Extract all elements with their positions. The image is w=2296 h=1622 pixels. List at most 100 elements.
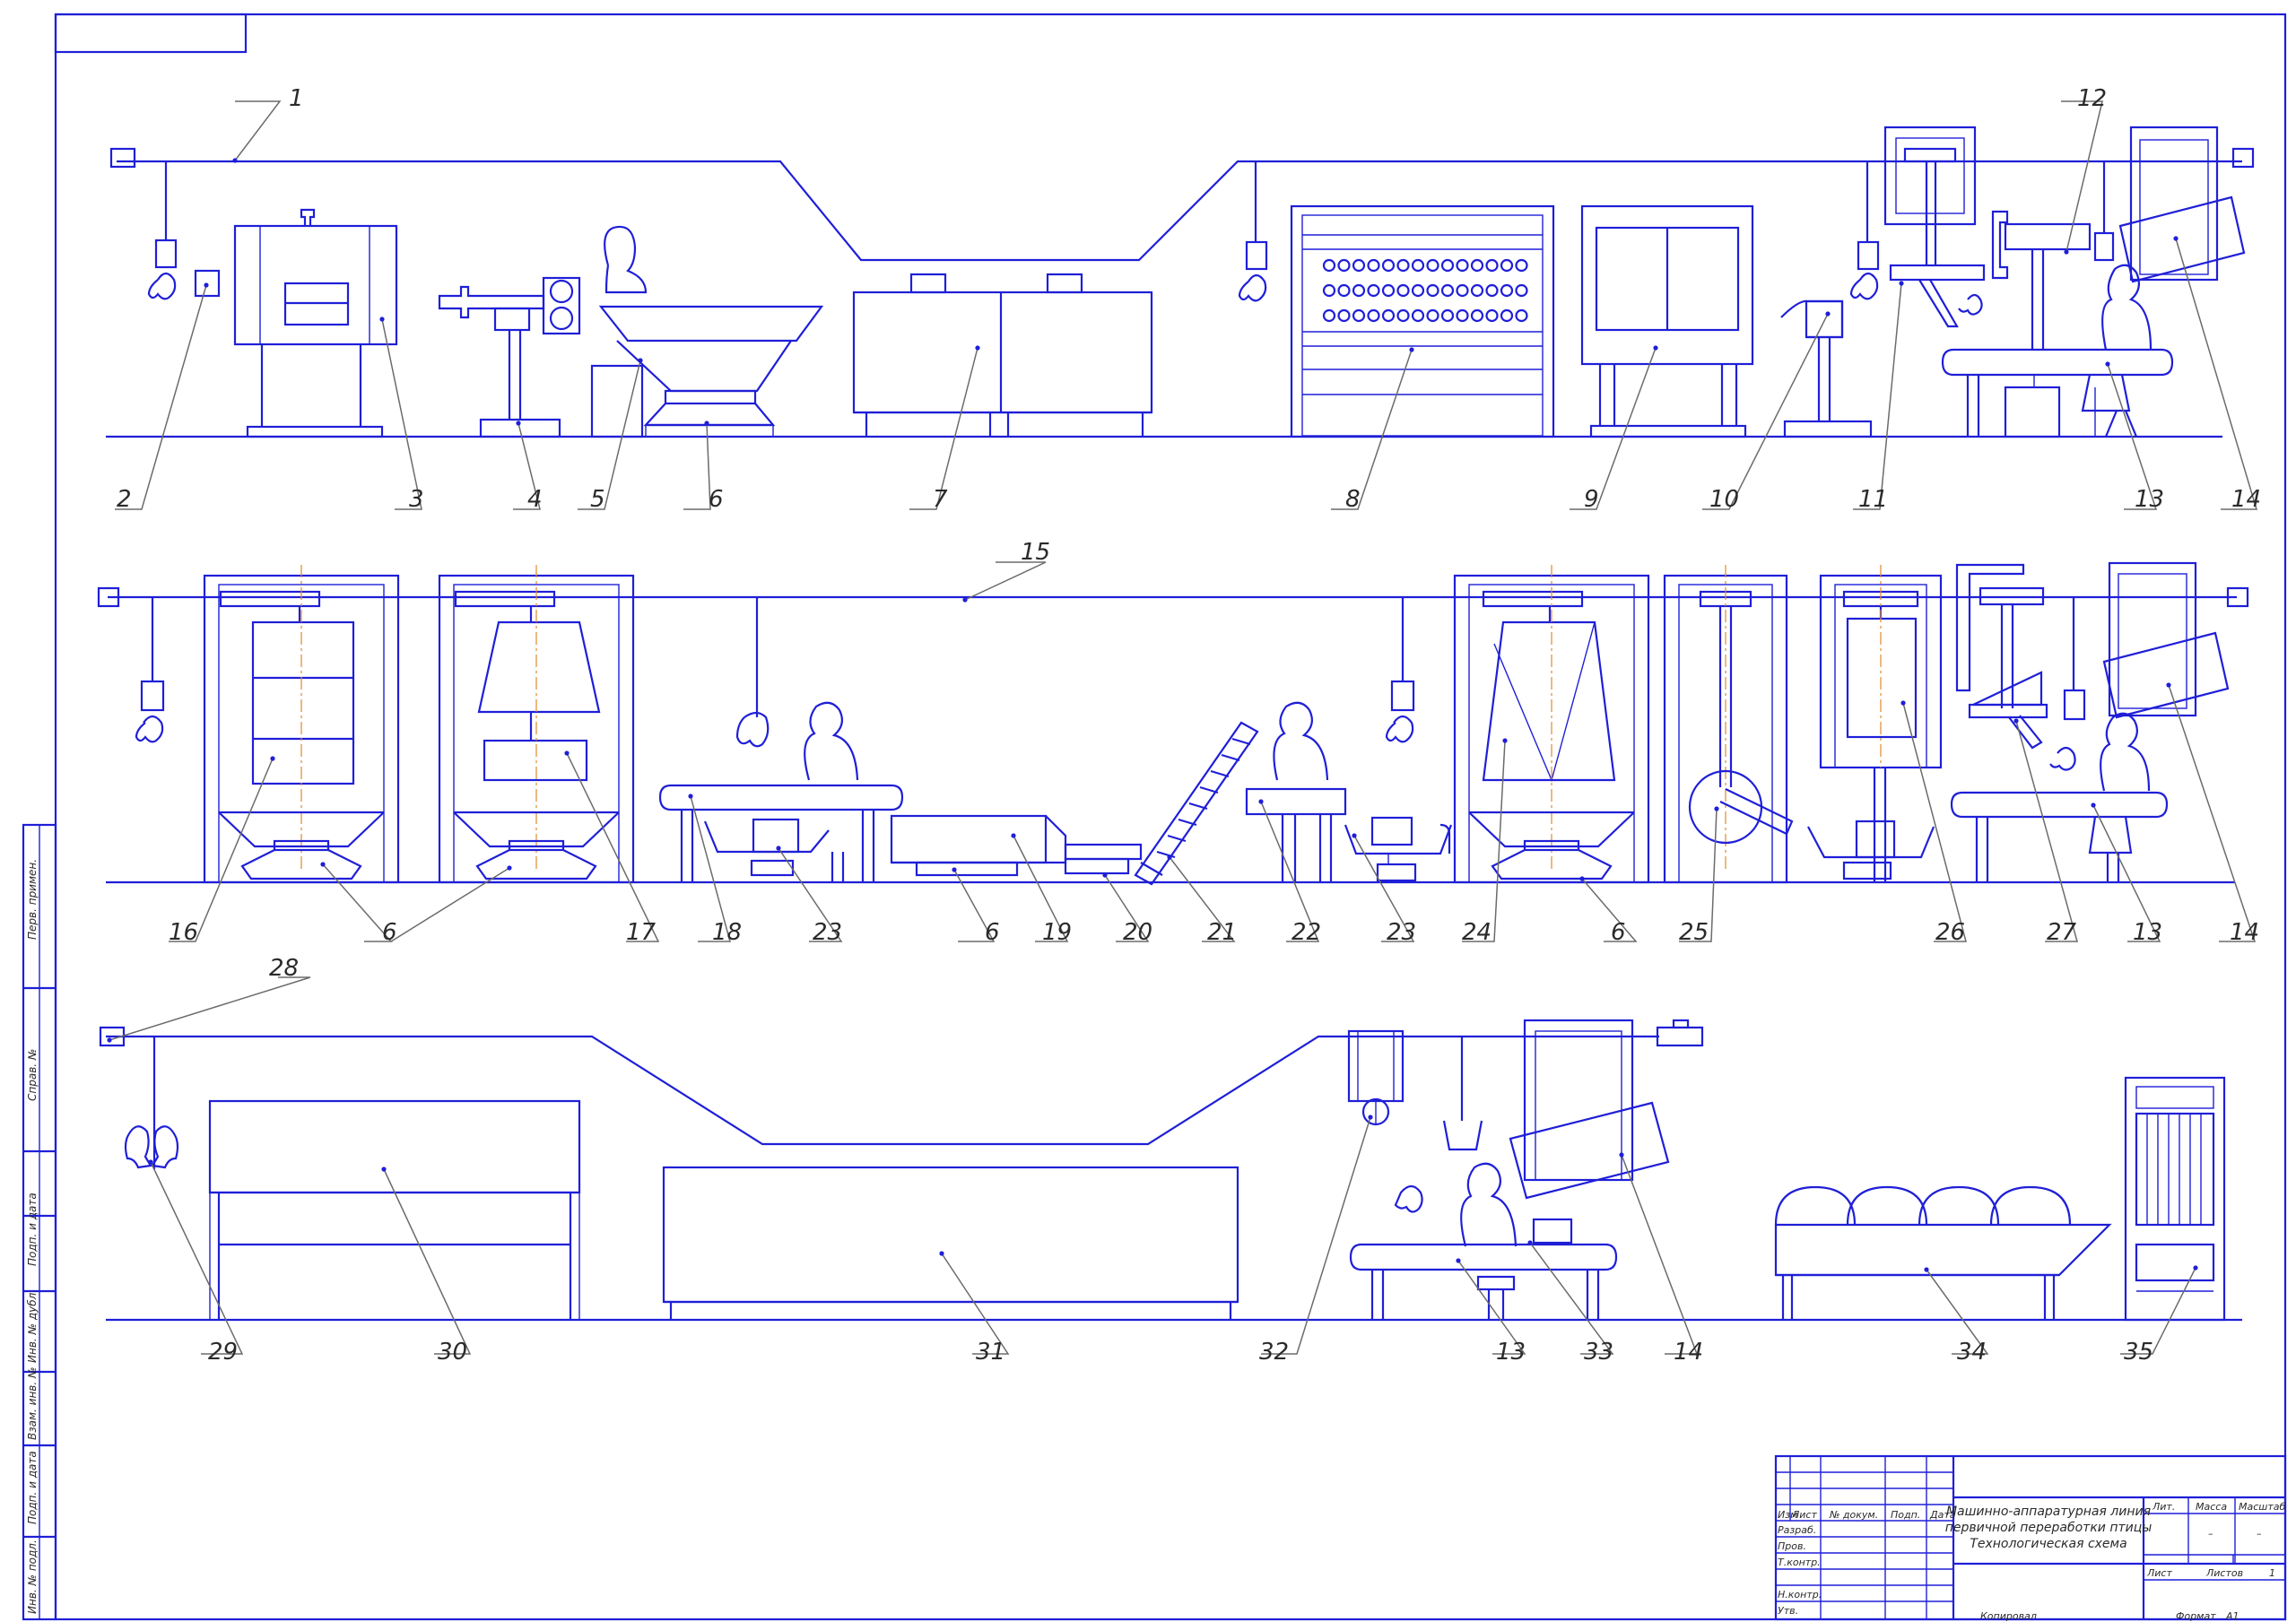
leader-dot: [204, 282, 209, 288]
leader-dot: [148, 1159, 153, 1165]
leader-dot: [2013, 718, 2019, 724]
cabinet-port: [1337, 258, 1351, 273]
callout-6: 6: [709, 486, 724, 513]
callout-22: 22: [1292, 919, 1321, 946]
callout-7: 7: [933, 486, 948, 513]
row-2: [97, 561, 2249, 886]
cabinet-port: [1456, 258, 1469, 273]
cabinet-port: [1515, 308, 1528, 323]
leader-dot: [1011, 833, 1016, 838]
leader-dot: [688, 794, 693, 799]
cabinet-port: [1322, 308, 1336, 323]
leader-dot: [1924, 1267, 1929, 1272]
cabinet-port: [1396, 283, 1410, 298]
cabinet-port: [1515, 258, 1528, 273]
callout-14: 14: [2231, 486, 2261, 513]
callout-6-row2c: 6: [1611, 919, 1626, 946]
callout-11: 11: [1858, 486, 1888, 513]
tb-izm: Изм: [1778, 1509, 1797, 1521]
leader-dot: [1409, 347, 1414, 352]
leader-dot: [1900, 700, 1906, 706]
callout-31: 31: [976, 1339, 1005, 1366]
callout-16: 16: [169, 919, 198, 946]
cabinet-port: [1515, 283, 1528, 298]
tb-sign: Подп.: [1891, 1509, 1920, 1521]
cabinet-port: [1367, 283, 1380, 298]
leader-dot: [381, 1167, 387, 1172]
tb-title-1: Машинно-аппаратурная линия: [1946, 1505, 2151, 1519]
tb-copied: Копировал: [1980, 1610, 2037, 1622]
cabinet-port: [1381, 308, 1396, 323]
leader-dot: [507, 865, 512, 871]
cabinet-port: [1485, 283, 1499, 298]
cabinet-port: [1411, 308, 1425, 323]
tb-list: Лист: [1791, 1509, 1817, 1521]
stamp-sprav: Справ. №: [26, 1049, 39, 1101]
callout-34: 34: [1957, 1339, 1987, 1366]
callout-33: 33: [1584, 1339, 1613, 1366]
callout-24: 24: [1462, 919, 1492, 946]
callout-27: 27: [2047, 919, 2077, 946]
tb-sheets: Листов: [2205, 1567, 2243, 1579]
cabinet-port: [1456, 308, 1469, 323]
callout-14-row2: 14: [2230, 919, 2259, 946]
tb-tkontr: Т.контр.: [1778, 1557, 1821, 1568]
leader-dot: [1502, 738, 1508, 743]
callout-1: 1: [289, 85, 304, 112]
callout-35: 35: [2124, 1339, 2153, 1366]
cabinet-port: [1322, 258, 1336, 273]
tb-massa-val: –: [2208, 1528, 2213, 1540]
callout-6-row2b: 6: [985, 919, 1000, 946]
leader-dot: [232, 158, 238, 163]
callout-19: 19: [1042, 919, 1072, 946]
tb-sheet: Лист: [2146, 1567, 2172, 1579]
cabinet-port: [1440, 308, 1455, 323]
cabinet-port: [1381, 283, 1396, 298]
leader-dot: [975, 345, 980, 351]
cabinet-port: [1352, 283, 1366, 298]
callout-14-row3: 14: [1674, 1339, 1703, 1366]
cabinet-port: [1367, 258, 1380, 273]
leader-lines: [109, 100, 2258, 1355]
cabinet-port: [1440, 283, 1455, 298]
cabinet-port: [1470, 258, 1484, 273]
leader-dot: [962, 597, 968, 603]
leader-dot: [1619, 1152, 1624, 1158]
leader-dot: [1352, 833, 1357, 838]
leader-dot: [1527, 1240, 1533, 1245]
tb-utv: Утв.: [1778, 1605, 1798, 1617]
cabinet-port: [1500, 283, 1514, 298]
callout-32: 32: [1259, 1339, 1289, 1366]
callout-25: 25: [1679, 919, 1709, 946]
cabinet-port: [1381, 258, 1396, 273]
callout-12: 12: [2077, 85, 2107, 112]
cabinet-port: [1456, 283, 1469, 298]
tb-prov: Пров.: [1778, 1540, 1806, 1552]
stamp-perv-primen: Перв. примен.: [26, 859, 39, 940]
leader-dot: [2193, 1265, 2198, 1271]
stamp-podp-data-1: Подп. и дата: [26, 1193, 39, 1266]
cabinet-port: [1485, 308, 1499, 323]
callout-20: 20: [1123, 919, 1152, 946]
cabinet-port: [1396, 258, 1410, 273]
stamp-vzam-inv: Взам. инв. №: [26, 1367, 39, 1440]
cabinet-port: [1337, 308, 1351, 323]
callout-13-row3: 13: [1496, 1339, 1526, 1366]
cabinet-port: [1367, 308, 1380, 323]
callout-13-row2: 13: [2133, 919, 2162, 946]
callout-26: 26: [1935, 919, 1965, 946]
leader-dot: [776, 846, 781, 851]
leader-dot: [320, 862, 326, 867]
cabinet-port: [1337, 283, 1351, 298]
leader-dot: [1102, 872, 1108, 878]
cabinet-port: [1352, 258, 1366, 273]
callout-4: 4: [527, 486, 543, 513]
callout-5: 5: [590, 486, 605, 513]
stamp-inv-podl: Инв. № подл.: [26, 1540, 39, 1614]
callout-21: 21: [1207, 919, 1237, 946]
leader-dot: [1899, 281, 1904, 286]
leader-dot: [107, 1037, 112, 1043]
cabinet-port: [1485, 258, 1499, 273]
leader-dot: [516, 421, 521, 426]
cabinet-port: [1426, 283, 1439, 298]
